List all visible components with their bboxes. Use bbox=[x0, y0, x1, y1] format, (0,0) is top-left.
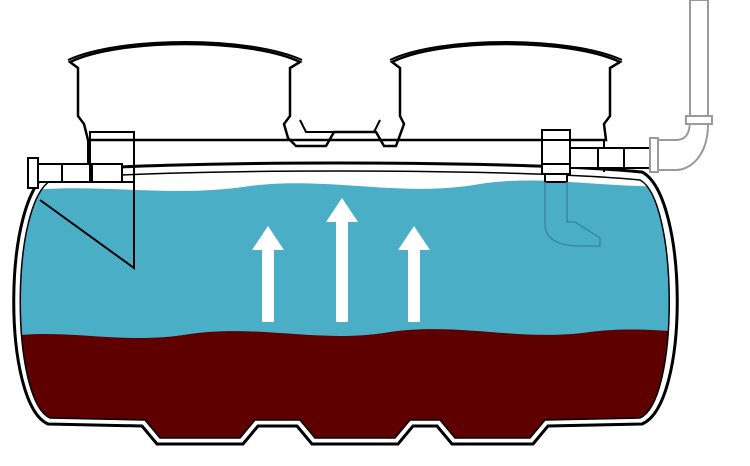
inlet-pipe-flange bbox=[27, 157, 39, 189]
center-notch bbox=[299, 119, 381, 133]
up-arrow-3 bbox=[398, 226, 430, 322]
riser-lid-right bbox=[389, 41, 623, 61]
inlet-pipe-body bbox=[37, 163, 123, 183]
up-arrow-2 bbox=[326, 198, 358, 322]
access-riser-left bbox=[67, 42, 623, 148]
outlet-pipe-cap bbox=[544, 173, 568, 183]
vent-pipe bbox=[649, 0, 713, 173]
outlet-baffle bbox=[544, 182, 601, 247]
inlet-baffle bbox=[39, 182, 135, 270]
inlet-pipe bbox=[27, 131, 135, 189]
effluent-layer bbox=[20, 180, 670, 340]
vent-pipe-outlet-coupling bbox=[649, 137, 659, 173]
vent-pipe-coupling bbox=[685, 115, 713, 125]
up-arrow-1 bbox=[252, 226, 284, 322]
inlet-baffle-box bbox=[89, 131, 135, 183]
tank-shell-outer bbox=[12, 161, 679, 446]
tank-shell-inner bbox=[19, 170, 670, 439]
outlet-pipe-collar bbox=[541, 129, 571, 175]
outlet-pipe-body bbox=[569, 147, 653, 169]
outlet-pipe bbox=[541, 129, 653, 183]
vent-pipe-body bbox=[651, 0, 709, 171]
upward-arrows bbox=[252, 198, 430, 322]
riser-lid-left bbox=[67, 41, 303, 61]
